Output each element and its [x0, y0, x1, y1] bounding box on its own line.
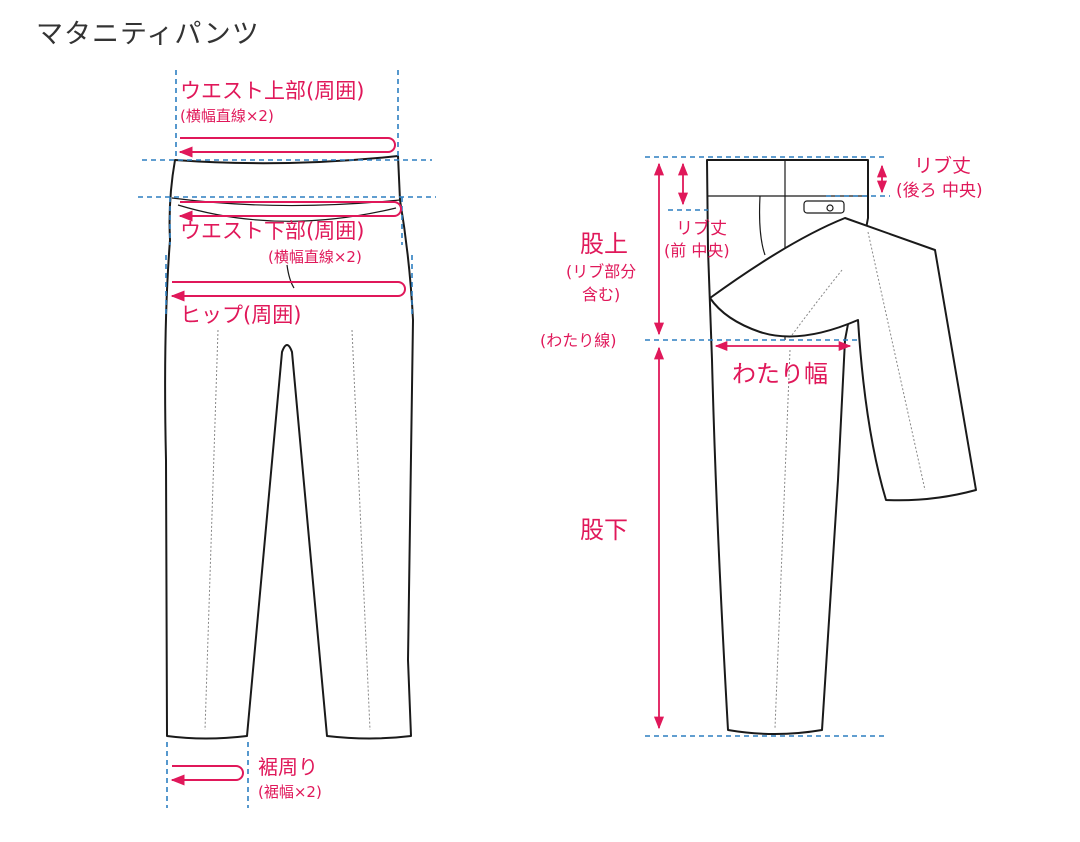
label-hem-sub: (裾幅×2) [258, 783, 322, 801]
label-waist-lower: ウエスト下部(周囲) [180, 219, 364, 243]
label-thigh-width: わたり幅 [732, 360, 828, 388]
label-rise-2: (リブ部分 [566, 262, 636, 281]
front-guides [138, 70, 436, 808]
front-crease-right [351, 329, 371, 731]
hem-arrow [170, 765, 244, 786]
side-guides [645, 156, 890, 737]
label-waist-upper: ウエスト上部(周囲) [180, 79, 364, 103]
front-arrows [170, 137, 406, 786]
label-hem: 裾周り [258, 755, 318, 779]
label-rib-back-2: (後ろ 中央) [896, 181, 983, 201]
waist-lower-arrow [178, 201, 402, 222]
side-raised-leg-seam [867, 231, 926, 491]
label-rib-front-1: リブ丈 [676, 218, 727, 239]
back-pocket-flap [803, 200, 845, 214]
label-rise-3: 含む) [582, 285, 620, 304]
label-inseam: 股下 [580, 516, 628, 544]
side-raised-leg [709, 217, 977, 502]
side-view-pants [706, 159, 977, 735]
label-rise-1: 股上 [580, 230, 628, 258]
label-rib-back-1: リブ丈 [914, 154, 971, 177]
side-front-pocket [758, 195, 766, 256]
label-hip: ヒップ(周囲) [180, 303, 301, 327]
page-title: マタニティパンツ [36, 19, 260, 50]
hip-arrow [170, 281, 406, 302]
label-rib-front-2: (前 中央) [664, 241, 730, 260]
front-view-pants [164, 155, 414, 740]
label-waist-upper-sub: (横幅直線×2) [180, 107, 274, 125]
front-belly-curve [177, 204, 397, 222]
side-side-seam-lower [774, 349, 791, 729]
front-pants-outline [164, 155, 414, 740]
front-fly-seam [286, 264, 295, 289]
back-pocket-button-icon [826, 204, 834, 212]
side-arrows [653, 162, 888, 730]
front-crease-left [204, 329, 219, 731]
side-crotch-seam [791, 269, 843, 336]
label-waist-lower-sub: (横幅直線×2) [268, 248, 362, 266]
label-thigh-line: (わたり線) [540, 331, 617, 350]
waist-upper-arrow [178, 137, 396, 158]
